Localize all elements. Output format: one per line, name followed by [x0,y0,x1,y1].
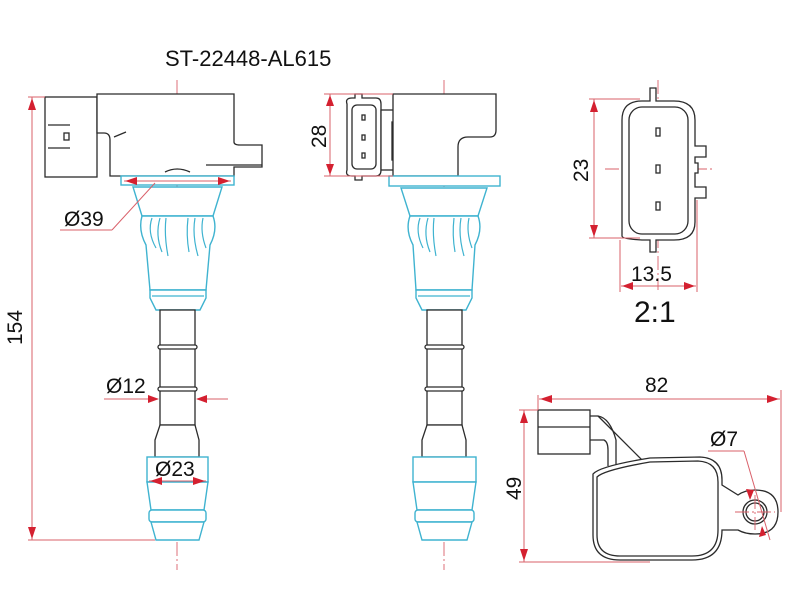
dim-top-length: 82 [645,374,668,397]
top-coil-body [592,456,779,561]
side-coil-head [392,93,497,177]
connector-detail-view: 23 13.5 2:1 [570,80,715,329]
side-flange [388,175,501,187]
front-shaft [159,309,196,426]
front-boot [139,215,216,291]
side-boot [407,215,481,291]
dim-connector-detail-height: 23 [570,159,593,182]
top-view: 82 49 Ø7 [503,374,782,563]
dim-connector-detail-width: 13.5 [631,263,672,286]
front-coil-head [96,93,263,177]
dim-height-154: 154 [4,310,27,345]
dim-shaft-diameter: Ø12 [106,375,146,398]
side-tip [412,456,477,483]
scale-label: 2:1 [634,296,676,329]
part-number-title: ST-22448-AL615 [165,46,331,71]
dim-connector-height-28: 28 [308,125,331,148]
front-connector [44,96,98,178]
side-view: 28 [308,80,501,570]
dim-hole-diameter: Ø7 [710,428,738,451]
dim-top-height: 49 [503,477,526,500]
connector-outline [621,87,707,253]
side-shaft [426,309,463,426]
top-connector [537,409,591,455]
dim-flange-diameter: Ø39 [64,208,104,231]
dim-tip-diameter: Ø23 [155,458,195,481]
front-view: 154 Ø39 Ø12 Ø23 [4,80,263,570]
